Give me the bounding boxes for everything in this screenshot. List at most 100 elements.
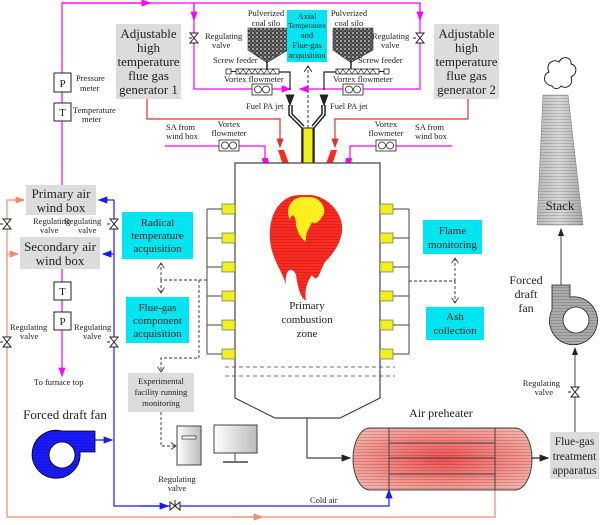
- valve-label: valve: [535, 387, 554, 397]
- cold-air-pipes: [95, 196, 393, 510]
- regulating-valve[interactable]: [107, 218, 120, 230]
- svg-text:apparatus: apparatus: [552, 465, 597, 477]
- silo-label: Pulverized: [331, 8, 368, 18]
- svg-text:flue gas: flue gas: [128, 68, 169, 83]
- coal-silo-right: [332, 27, 374, 69]
- flowmeter-label: Vortex: [218, 119, 241, 129]
- regulating-valve[interactable]: [107, 336, 120, 348]
- sampling-port-left: [221, 290, 236, 302]
- flame: [269, 195, 343, 300]
- valve-label: Regulating: [205, 31, 243, 41]
- valve-label: valve: [20, 331, 39, 341]
- forced-draft-fan-right-icon[interactable]: [549, 284, 598, 346]
- regulating-valves-left[interactable]: [0, 218, 120, 348]
- svg-text:acquisition: acquisition: [133, 328, 182, 340]
- svg-text:collection: collection: [433, 325, 477, 337]
- monitor-icon: [213, 424, 258, 463]
- sa-label: wind box: [166, 131, 199, 141]
- forced-draft-fan-label: Forced draft fan: [23, 407, 107, 422]
- regulating-valve-stack[interactable]: [568, 386, 581, 398]
- regulating-valve-top-right[interactable]: [413, 32, 426, 44]
- flowmeter-label: flowmeter: [369, 128, 404, 138]
- svg-text:and: and: [301, 30, 314, 40]
- screw-feeder-label: Screw feeder: [213, 55, 258, 65]
- valve-label: Regulating: [74, 322, 112, 332]
- air-preheater: [352, 427, 533, 491]
- sampling-ports: [206, 203, 410, 360]
- regulating-valve-top-left[interactable]: [188, 32, 200, 44]
- silo-label: coal silo: [335, 18, 364, 28]
- air-preheater-label: Air preheater: [409, 406, 473, 420]
- svg-text:high: high: [455, 40, 479, 55]
- svg-text:monitoring: monitoring: [428, 239, 477, 251]
- sampling-port-right: [379, 319, 394, 331]
- svg-text:Temperature: Temperature: [288, 21, 326, 30]
- forced-draft-fan-icon[interactable]: [31, 429, 96, 479]
- meter-t-lower: T: [53, 281, 72, 301]
- sampling-port-left: [221, 319, 236, 331]
- valve-label: valve: [212, 40, 231, 50]
- svg-text:flue gas: flue gas: [446, 68, 487, 83]
- forced-draft-fan-right-label: fan: [518, 301, 533, 315]
- valve-label: valve: [168, 483, 187, 493]
- axial-acquisition-box: Axial Temperature and Flue-gas acquisiti…: [287, 10, 327, 62]
- svg-text:Experimental: Experimental: [138, 376, 184, 386]
- valve-label: valve: [40, 225, 59, 235]
- sampling-port-right: [379, 348, 394, 360]
- vortex-flowmeter-fuel-left: [251, 83, 273, 96]
- flame-monitoring-box: Flame monitoring: [423, 220, 482, 254]
- sampling-port-right: [379, 290, 394, 302]
- sa-label: wind box: [415, 131, 448, 141]
- secondary-air-wind-box: Secondary air wind box: [20, 237, 100, 269]
- regulating-valve-cold-air[interactable]: [169, 500, 181, 512]
- screw-feeder-label: Screw feeder: [358, 55, 403, 65]
- svg-text:P: P: [59, 78, 65, 90]
- valve-label: Regulating: [10, 322, 48, 332]
- radical-temperature-box: Radical temperature acquisition: [122, 212, 193, 259]
- vortex-flowmeter-sa-right: [375, 139, 397, 152]
- zone-label: combustion: [281, 314, 333, 326]
- zone-label: zone: [297, 328, 318, 340]
- svg-text:wind box: wind box: [37, 200, 86, 215]
- svg-text:Radical: Radical: [141, 217, 175, 229]
- sampling-port-left: [221, 348, 236, 360]
- pressure-meter-label: Pressure: [76, 73, 105, 83]
- forced-draft-fan-right-label: Forced: [509, 273, 542, 287]
- valve-label: valve: [78, 225, 97, 235]
- regulating-valve[interactable]: [0, 336, 13, 348]
- svg-text:Primary air: Primary air: [32, 186, 92, 201]
- valve-label: Regulating: [372, 31, 410, 41]
- svg-text:P: P: [59, 316, 65, 328]
- svg-text:Axial: Axial: [298, 11, 318, 21]
- flowmeter-label: flowmeter: [212, 128, 247, 138]
- valve-label: Regulating: [64, 216, 102, 226]
- sa-label: SA from: [166, 122, 195, 132]
- flowmeter-label: Vortex: [375, 119, 398, 129]
- regulating-valve[interactable]: [0, 218, 13, 230]
- valve-label: Regulating: [33, 216, 71, 226]
- svg-text:treatment: treatment: [553, 451, 597, 463]
- svg-text:temperature: temperature: [435, 54, 497, 69]
- hot-air-pipes: [6, 196, 496, 521]
- valve-label: Regulating: [523, 378, 561, 388]
- valve-label: valve: [381, 40, 400, 50]
- vortex-flowmeter-fuel-right: [342, 83, 364, 96]
- sampling-port-left: [221, 261, 236, 273]
- flue-gas-generator-2: Adjustable high temperature flue gas gen…: [434, 24, 499, 99]
- to-furnace-top-label: To furnace top: [34, 377, 83, 387]
- sampling-port-left: [221, 203, 236, 215]
- forced-draft-fan-right-label: draft: [515, 287, 538, 301]
- ash-collection-box: Ash collection: [426, 307, 484, 340]
- flue-gas-treatment-box: Flue-gas treatment apparatus: [550, 432, 599, 479]
- experimental-monitoring-box: Experimental facility running monitoring: [128, 373, 194, 412]
- stack: Stack: [536, 94, 584, 226]
- fuel-pa-jet-label: Fuel PA jet: [330, 101, 368, 111]
- svg-text:generator 1: generator 1: [119, 82, 178, 97]
- screw-feeder-left: [225, 68, 291, 90]
- svg-text:Ash: Ash: [446, 311, 464, 323]
- acquisition-dashed-links: [161, 258, 455, 446]
- svg-text:monitoring: monitoring: [142, 398, 181, 408]
- svg-text:T: T: [59, 286, 66, 298]
- cold-air-label: Cold air: [310, 495, 338, 505]
